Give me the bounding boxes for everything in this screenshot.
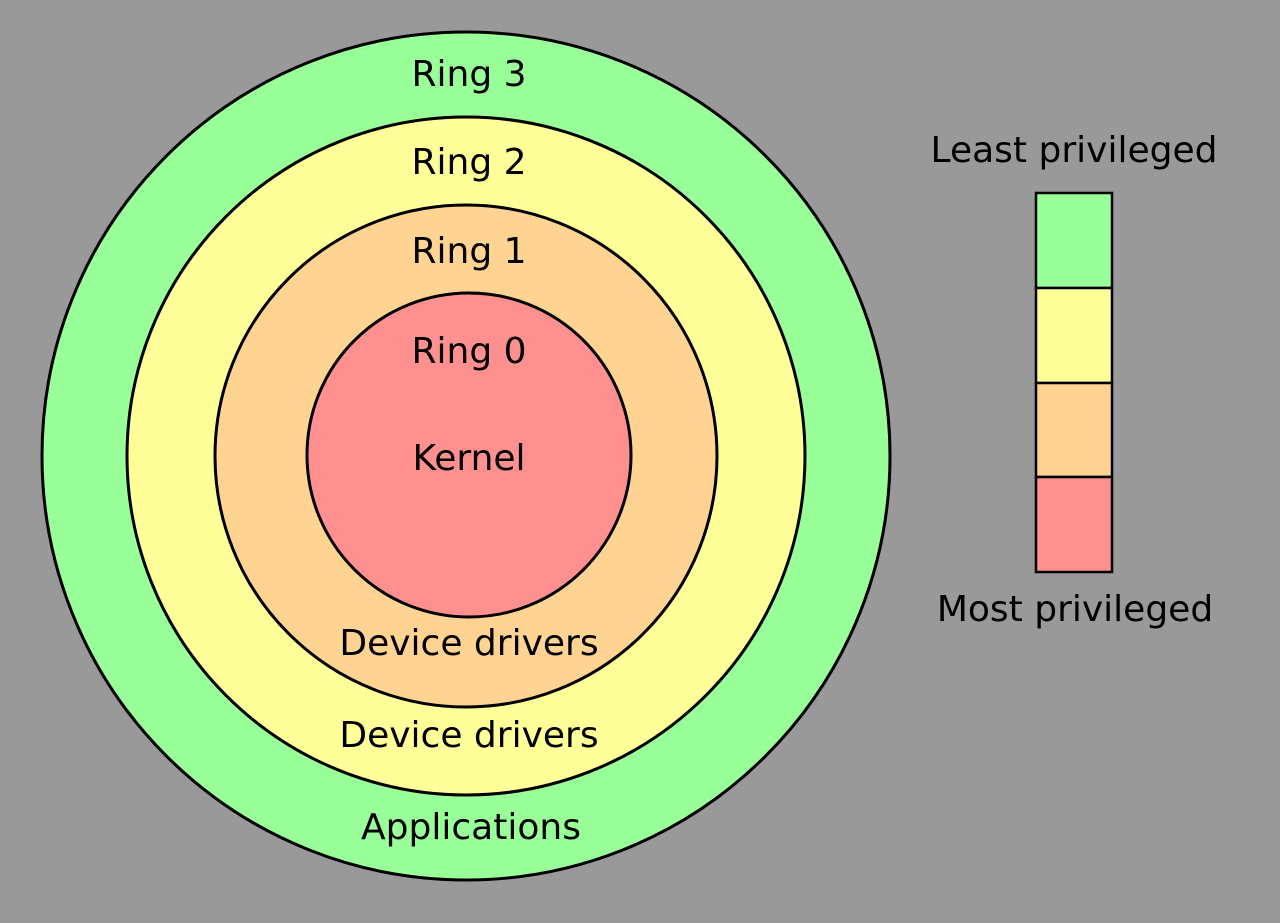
ring-3-role-label: Applications xyxy=(361,807,581,848)
ring-3-label: Ring 3 xyxy=(411,54,526,95)
legend-swatch-ring-1 xyxy=(1034,381,1114,479)
privilege-legend-bar xyxy=(1034,191,1114,574)
legend-swatch-ring-2 xyxy=(1034,286,1114,385)
ring-0-role-label: Kernel xyxy=(412,438,525,479)
ring-1-role-label: Device drivers xyxy=(339,623,598,664)
legend-bottom-label: Most privileged xyxy=(937,589,1213,630)
ring-0-circle xyxy=(305,291,633,619)
ring-2-role-label: Device drivers xyxy=(339,715,598,756)
ring-0-label: Ring 0 xyxy=(411,331,526,372)
legend-top-label: Least privileged xyxy=(931,130,1218,171)
legend-swatch-ring-3 xyxy=(1034,191,1114,290)
ring-1-label: Ring 1 xyxy=(411,231,526,272)
legend-swatch-ring-0 xyxy=(1034,475,1114,574)
ring-2-label: Ring 2 xyxy=(411,142,526,183)
